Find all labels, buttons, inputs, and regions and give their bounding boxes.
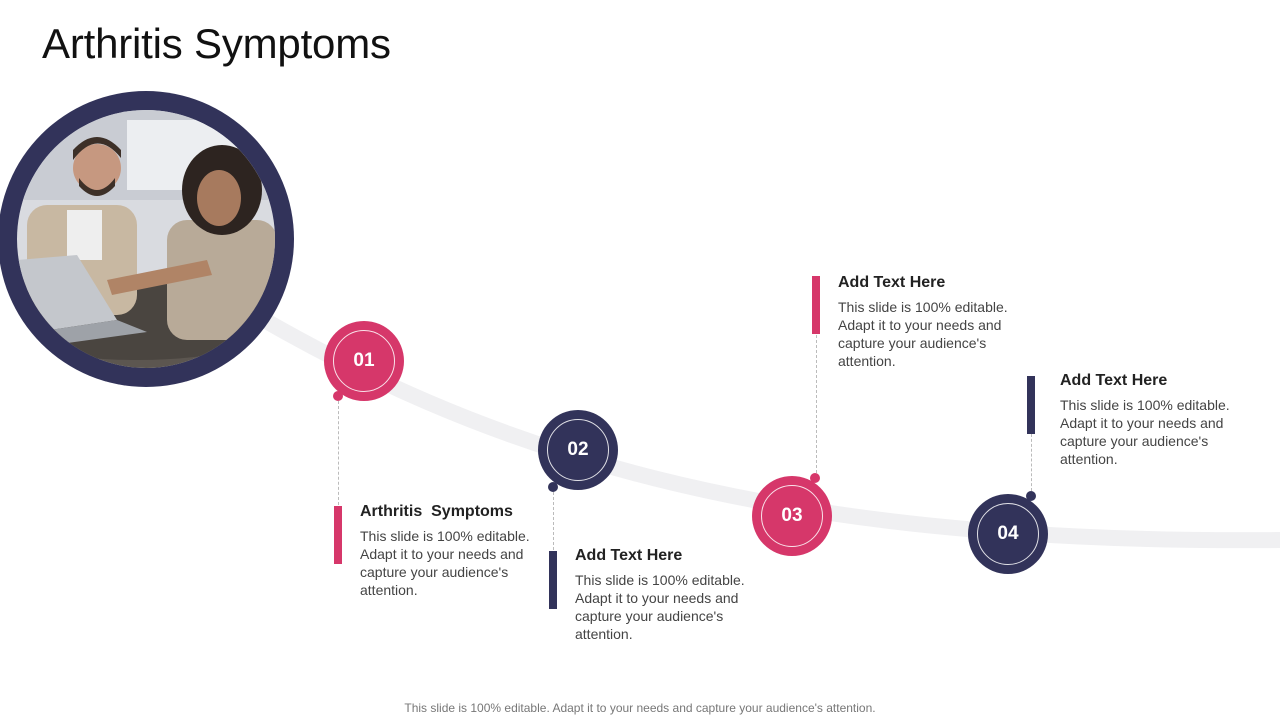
- step-1-bar: [334, 506, 342, 564]
- step-2-number: 02: [547, 419, 609, 481]
- step-4-body: This slide is 100% editable. Adapt it to…: [1060, 397, 1230, 467]
- step-4-bar: [1027, 376, 1035, 434]
- step-4-connector: [1031, 434, 1032, 491]
- step-3-heading: Add Text Here: [838, 274, 946, 291]
- step-1-text: Arthritis Symptoms This slide is 100% ed…: [360, 503, 540, 599]
- step-2-dot: [548, 482, 558, 492]
- step-4-circle: 04: [968, 494, 1048, 574]
- step-2-connector: [553, 492, 554, 550]
- step-3-bar: [812, 276, 820, 334]
- step-4-dot: [1026, 491, 1036, 501]
- photo-ring: [0, 91, 294, 387]
- step-1-dot: [333, 391, 343, 401]
- step-3-body: This slide is 100% editable. Adapt it to…: [838, 299, 1008, 369]
- step-1-heading: Arthritis Symptoms: [360, 503, 513, 520]
- step-1-body: This slide is 100% editable. Adapt it to…: [360, 528, 530, 598]
- step-1-number: 01: [333, 330, 395, 392]
- step-3-number: 03: [761, 485, 823, 547]
- step-1-circle: 01: [324, 321, 404, 401]
- step-4-heading: Add Text Here: [1060, 372, 1168, 389]
- step-3-dot: [810, 473, 820, 483]
- meeting-photo: [17, 110, 275, 368]
- step-2-heading: Add Text Here: [575, 547, 683, 564]
- step-4-text: Add Text Here This slide is 100% editabl…: [1060, 372, 1240, 468]
- step-2-text: Add Text Here This slide is 100% editabl…: [575, 547, 755, 643]
- step-2-circle: 02: [538, 410, 618, 490]
- step-1-connector: [338, 401, 339, 505]
- footer-note: This slide is 100% editable. Adapt it to…: [404, 701, 876, 715]
- page-title: Arthritis Symptoms: [42, 20, 391, 67]
- step-4-number: 04: [977, 503, 1039, 565]
- step-2-bar: [549, 551, 557, 609]
- step-2-body: This slide is 100% editable. Adapt it to…: [575, 572, 745, 642]
- step-3-connector: [816, 335, 817, 473]
- step-3-circle: 03: [752, 476, 832, 556]
- step-3-text: Add Text Here This slide is 100% editabl…: [838, 274, 1018, 370]
